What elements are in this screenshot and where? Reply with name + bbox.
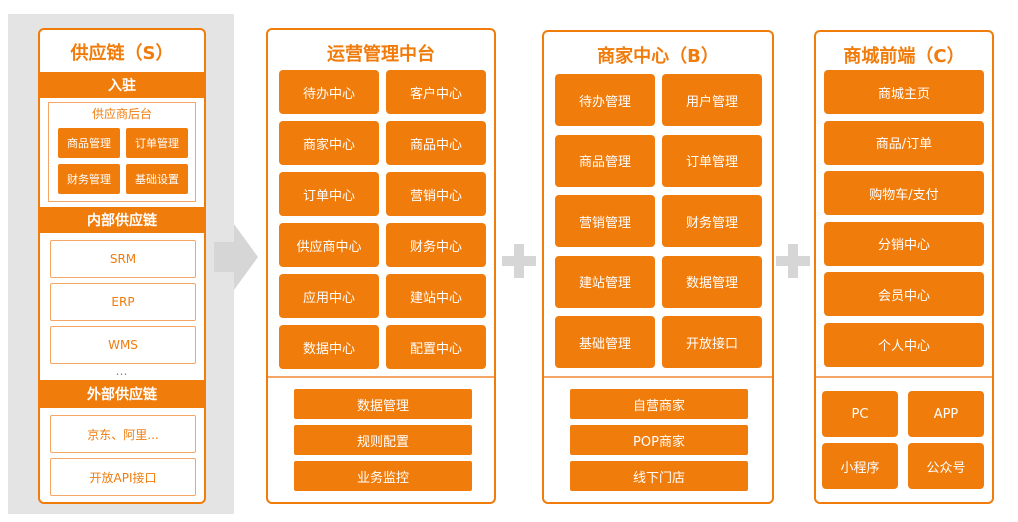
plus-icon [776, 244, 810, 278]
merchant-module-6[interactable]: 建站管理 [555, 255, 655, 308]
ops-rule-config[interactable]: 规则配置 [294, 425, 472, 455]
mall-page-2[interactable]: 购物车/支付 [824, 171, 984, 215]
ops-data-mgmt[interactable]: 数据管理 [294, 389, 472, 419]
ops-module-8[interactable]: 应用中心 [279, 274, 379, 318]
merchant-pop[interactable]: POP商家 [570, 425, 748, 455]
mall-divider [816, 376, 992, 378]
internal-srm[interactable]: SRM [50, 240, 196, 278]
merchant-divider [544, 376, 772, 378]
internal-supply-band[interactable]: 内部供应链 [40, 207, 204, 233]
merchant-module-7[interactable]: 数据管理 [662, 255, 762, 308]
ops-module-1[interactable]: 客户中心 [386, 70, 486, 114]
external-open-api[interactable]: 开放API接口 [50, 458, 196, 496]
supplier-basic-settings[interactable]: 基础设置 [126, 164, 188, 194]
mall-page-1[interactable]: 商品/订单 [824, 120, 984, 165]
merchant-module-0[interactable]: 待办管理 [555, 74, 655, 126]
merchant-module-3[interactable]: 订单管理 [662, 134, 762, 187]
supply-chain-title: 供应链（S） [70, 43, 174, 64]
merchant-module-5[interactable]: 财务管理 [662, 195, 762, 247]
merchant-center-title: 商家中心（B） [597, 46, 719, 67]
ops-module-3[interactable]: 商品中心 [386, 121, 486, 165]
merchant-module-9[interactable]: 开放接口 [662, 316, 762, 368]
internal-erp[interactable]: ERP [50, 283, 196, 321]
ops-business-monitor[interactable]: 业务监控 [294, 461, 472, 491]
mall-page-5[interactable]: 个人中心 [824, 322, 984, 367]
onboarding-band[interactable]: 入驻 [40, 72, 204, 98]
internal-wms[interactable]: WMS [50, 326, 196, 364]
channel-mini-program[interactable]: 小程序 [822, 443, 898, 489]
ops-module-11[interactable]: 配置中心 [386, 325, 486, 369]
ops-module-10[interactable]: 数据中心 [279, 325, 379, 369]
merchant-module-2[interactable]: 商品管理 [555, 134, 655, 187]
plus-icon [502, 244, 536, 278]
ops-module-4[interactable]: 订单中心 [279, 172, 379, 216]
channel-official-account[interactable]: 公众号 [908, 443, 984, 489]
mall-page-4[interactable]: 会员中心 [824, 272, 984, 316]
supplier-product-mgmt[interactable]: 商品管理 [58, 128, 120, 158]
supplier-order-mgmt[interactable]: 订单管理 [126, 128, 188, 158]
ops-module-9[interactable]: 建站中心 [386, 274, 486, 318]
ops-module-7[interactable]: 财务中心 [386, 223, 486, 267]
merchant-module-1[interactable]: 用户管理 [662, 74, 762, 126]
internal-ellipsis: … [115, 364, 129, 378]
channel-app[interactable]: APP [908, 391, 984, 437]
ops-platform-title: 运营管理中台 [327, 44, 435, 65]
arrow-right-icon [214, 224, 258, 290]
merchant-module-8[interactable]: 基础管理 [555, 316, 655, 368]
ops-module-6[interactable]: 供应商中心 [279, 223, 379, 267]
supplier-backend-title: 供应商后台 [91, 106, 152, 121]
channel-pc[interactable]: PC [822, 391, 898, 437]
ops-module-0[interactable]: 待办中心 [279, 70, 379, 114]
mall-page-3[interactable]: 分销中心 [824, 221, 984, 266]
external-supply-band[interactable]: 外部供应链 [40, 380, 204, 408]
ops-module-5[interactable]: 营销中心 [386, 172, 486, 216]
ops-module-2[interactable]: 商家中心 [279, 121, 379, 165]
merchant-self-operated[interactable]: 自营商家 [570, 389, 748, 419]
mall-page-0[interactable]: 商城主页 [824, 70, 984, 114]
supplier-finance-mgmt[interactable]: 财务管理 [58, 164, 120, 194]
ops-divider [268, 376, 494, 378]
mall-frontend-title: 商城前端（C） [843, 46, 965, 67]
external-jd-ali[interactable]: 京东、阿里... [50, 415, 196, 453]
merchant-offline-store[interactable]: 线下门店 [570, 461, 748, 491]
merchant-module-4[interactable]: 营销管理 [555, 195, 655, 247]
